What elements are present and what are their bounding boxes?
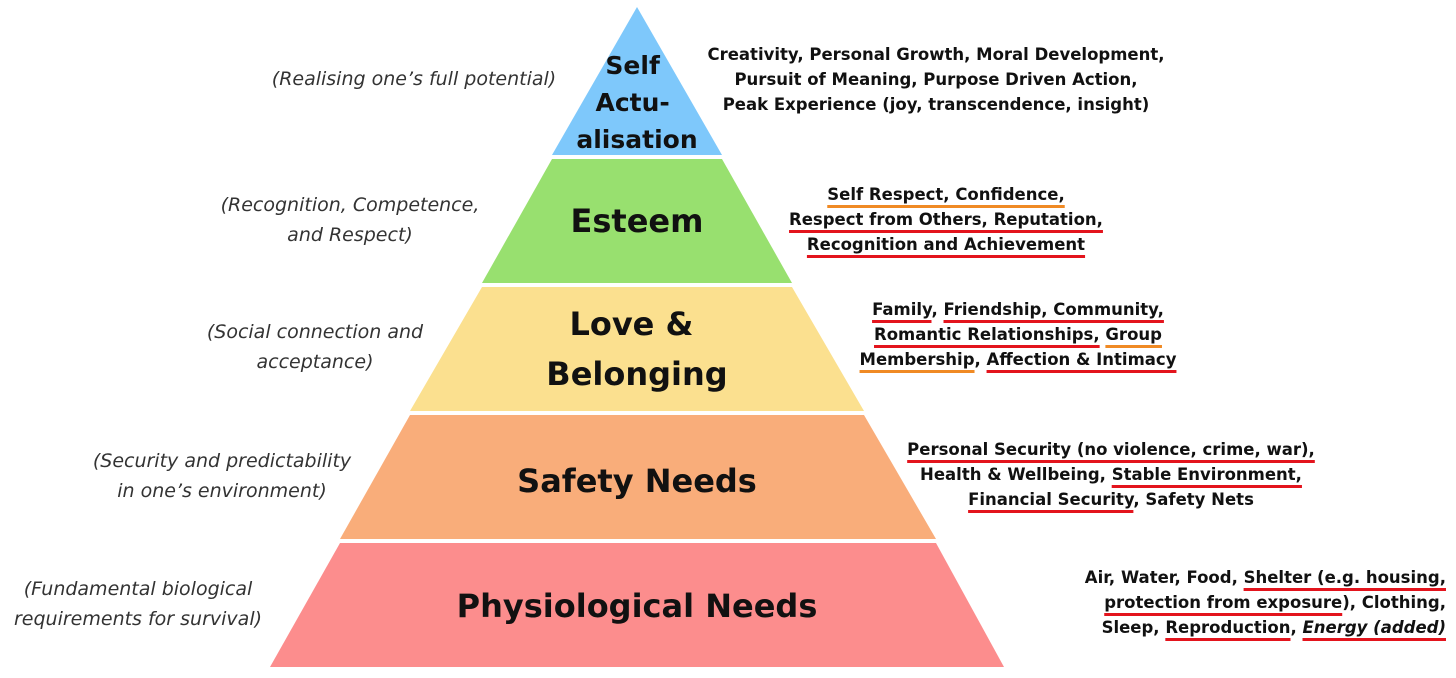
- underlined-term: Energy (added): [1302, 618, 1447, 637]
- detail-line: Financial Security, Safety Nets: [900, 487, 1322, 512]
- underlined-term: Financial Security: [968, 490, 1134, 509]
- detail-text: Health & Wellbeing,: [920, 465, 1112, 484]
- underlined-term: Self Respect, Confidence,: [827, 185, 1065, 204]
- detail-line: Recognition and Achievement: [770, 232, 1122, 257]
- detail-text: Peak Experience (joy, transcendence, ins…: [722, 95, 1150, 114]
- note-love-belonging: (Social connection and acceptance): [180, 317, 450, 377]
- detail-text: , Safety Nets: [1133, 490, 1254, 509]
- tier-safety: [340, 415, 936, 539]
- details-safety: Personal Security (no violence, crime, w…: [900, 437, 1322, 512]
- detail-text: Sleep,: [1101, 618, 1166, 637]
- tier-esteem: [482, 159, 792, 283]
- detail-text: Air, Water, Food,: [1084, 568, 1244, 587]
- note-line: (Fundamental biological: [23, 578, 253, 600]
- underlined-term: Family: [872, 300, 932, 319]
- details-self-actualisation: Creativity, Personal Growth, Moral Devel…: [696, 42, 1176, 117]
- tier-physiological: [270, 543, 1004, 667]
- note-line: in one’s environment): [117, 480, 327, 502]
- detail-line: Air, Water, Food, Shelter (e.g. housing,: [960, 565, 1446, 590]
- details-physiological: Air, Water, Food, Shelter (e.g. housing,…: [960, 565, 1446, 640]
- details-love-belonging: Family, Friendship, Community,Romantic R…: [848, 297, 1188, 372]
- underlined-term: Friendship, Community,: [943, 300, 1164, 319]
- note-line: (Realising one’s full potential): [271, 68, 557, 90]
- underlined-term: Affection & Intimacy: [986, 350, 1177, 369]
- underlined-term: Shelter (e.g. housing,: [1243, 568, 1446, 587]
- detail-text: Creativity, Personal Growth, Moral Devel…: [707, 45, 1165, 64]
- note-line: (Social connection and: [206, 321, 424, 343]
- detail-line: Peak Experience (joy, transcendence, ins…: [696, 92, 1176, 117]
- note-line: and Respect): [287, 224, 413, 246]
- detail-line: Respect from Others, Reputation,: [770, 207, 1122, 232]
- detail-text: ,: [931, 300, 944, 319]
- underlined-term: Personal Security (no violence, crime, w…: [907, 440, 1315, 459]
- note-physiological: (Fundamental biological requirements for…: [0, 574, 276, 634]
- tier-title-physiological: Physiological Needs: [457, 587, 818, 625]
- note-line: acceptance): [256, 351, 374, 373]
- detail-line: Sleep, Reproduction, Energy (added): [960, 615, 1446, 640]
- detail-line: Romantic Relationships, Group: [848, 322, 1188, 347]
- detail-line: Self Respect, Confidence,: [770, 182, 1122, 207]
- tier-title-esteem: Esteem: [571, 202, 704, 240]
- underlined-term: Membership: [859, 350, 975, 369]
- note-line: (Recognition, Competence,: [220, 194, 480, 216]
- detail-line: Health & Wellbeing, Stable Environment,: [900, 462, 1322, 487]
- detail-text: ,: [974, 350, 987, 369]
- details-esteem: Self Respect, Confidence, Respect from Ot…: [770, 182, 1122, 257]
- underlined-term: protection from exposure: [1104, 593, 1343, 612]
- underlined-term: Reproduction: [1165, 618, 1291, 637]
- detail-line: protection from exposure), Clothing,: [960, 590, 1446, 615]
- note-esteem: (Recognition, Competence, and Respect): [190, 190, 510, 250]
- note-safety: (Security and predictability in one’s en…: [66, 446, 378, 506]
- detail-line: Family, Friendship, Community,: [848, 297, 1188, 322]
- tier-title-safety: Safety Needs: [517, 462, 757, 500]
- detail-line: Membership, Affection & Intimacy: [848, 347, 1188, 372]
- note-line: requirements for survival): [13, 608, 263, 630]
- tier-self-actualisation: [552, 7, 722, 155]
- note-self-actualisation: (Realising one’s full potential): [256, 64, 572, 94]
- underlined-term: Romantic Relationships,: [874, 325, 1100, 344]
- tier-love-belonging: [410, 287, 864, 411]
- tier-title-self-actualisation: Self Actu- alisation: [576, 51, 697, 154]
- detail-line: Personal Security (no violence, crime, w…: [900, 437, 1322, 462]
- tier-title-love-belonging: Love & Belonging: [546, 305, 727, 393]
- note-line: (Security and predictability: [92, 450, 352, 472]
- underlined-term: Stable Environment,: [1111, 465, 1302, 484]
- underlined-term: Group: [1105, 325, 1162, 344]
- detail-text: ), Clothing,: [1342, 593, 1446, 612]
- detail-line: Creativity, Personal Growth, Moral Devel…: [696, 42, 1176, 67]
- detail-text: ,: [1290, 618, 1303, 637]
- underlined-term: Respect from Others, Reputation,: [789, 210, 1103, 229]
- detail-text: Pursuit of Meaning, Purpose Driven Actio…: [734, 70, 1138, 89]
- underlined-term: Recognition and Achievement: [806, 235, 1086, 254]
- detail-line: Pursuit of Meaning, Purpose Driven Actio…: [696, 67, 1176, 92]
